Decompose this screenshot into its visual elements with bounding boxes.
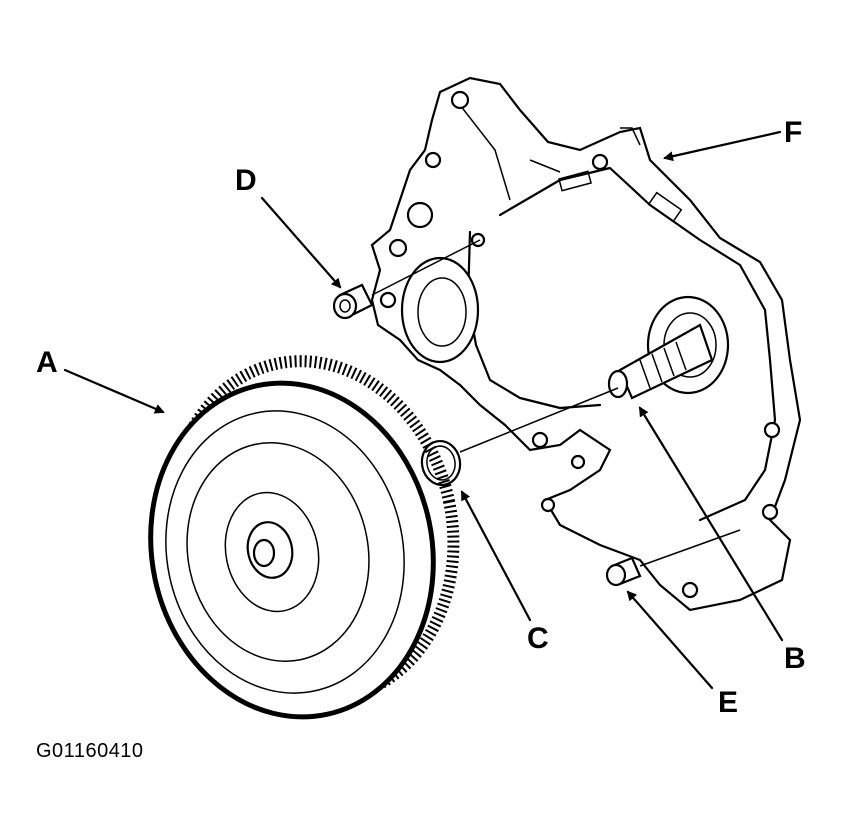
callout-e: E <box>718 686 739 719</box>
arrow-e <box>626 590 714 690</box>
input-shaft <box>607 295 730 400</box>
arrow-b <box>638 406 784 642</box>
callout-d: D <box>235 164 257 197</box>
arrow-a <box>63 368 165 414</box>
callout-c: C <box>527 622 549 655</box>
arrow-d <box>260 196 342 289</box>
callout-f: F <box>784 116 803 149</box>
transmission-housing <box>370 76 802 612</box>
o-ring-c <box>420 387 619 487</box>
dowel-pin-d <box>332 239 481 320</box>
callout-b: B <box>784 642 806 675</box>
callout-a: A <box>36 346 58 379</box>
dowel-pin-e <box>605 529 741 587</box>
arrow-c <box>460 490 532 622</box>
torque-converter <box>148 355 460 720</box>
arrow-f <box>663 130 782 162</box>
figure-id: G01160410 <box>36 740 144 762</box>
